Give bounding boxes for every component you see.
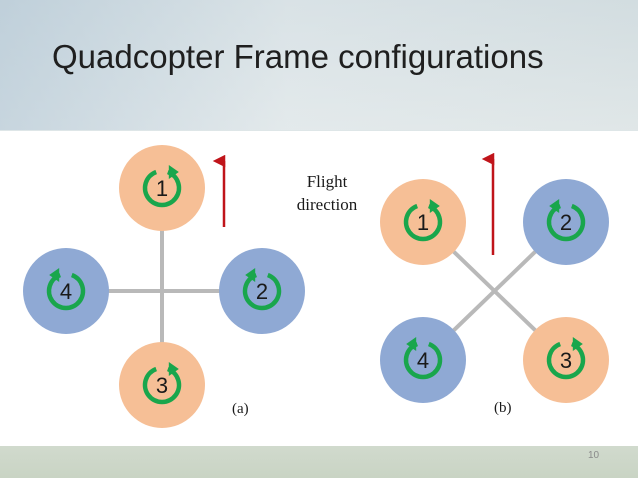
- config-b-label: (b): [494, 400, 512, 416]
- counterclockwise-arrow-icon: [242, 272, 282, 311]
- arrowhead-icon: [168, 362, 179, 377]
- rotor-disc: [219, 248, 305, 334]
- rotor-4: 4: [380, 317, 466, 403]
- rotor-2: 2: [219, 248, 305, 334]
- slide-title: Quadcopter Frame configurations: [52, 38, 544, 75]
- title-band: [0, 0, 638, 130]
- rotor-number: 2: [560, 210, 572, 235]
- config-a-plus: 1 2 3 4 (a): [23, 145, 305, 428]
- clockwise-arrow-icon: [403, 203, 443, 242]
- rotor-1: 1: [119, 145, 205, 231]
- rotor-disc: [380, 317, 466, 403]
- arrowhead-icon: [406, 337, 417, 352]
- rotor-number: 4: [60, 279, 72, 304]
- rotor-number: 1: [417, 210, 429, 235]
- rotor-1: 1: [380, 179, 466, 265]
- rotor-disc: [23, 248, 109, 334]
- rotor-number: 3: [156, 373, 168, 398]
- config-a-label: (a): [232, 401, 249, 417]
- rotor-number: 2: [256, 279, 268, 304]
- rotor-disc: [119, 342, 205, 428]
- quadcopter-diagram: 1 2 3 4 (a) 1 2 3 4 (b) Flight direction: [23, 145, 609, 428]
- counterclockwise-arrow-icon: [46, 272, 86, 311]
- counterclockwise-arrow-icon: [546, 203, 586, 242]
- rotor-number: 1: [156, 176, 168, 201]
- rotor-disc: [523, 317, 609, 403]
- rotor-4: 4: [23, 248, 109, 334]
- counterclockwise-arrow-icon: [403, 341, 443, 380]
- page-number: 10: [588, 450, 600, 461]
- clockwise-arrow-icon: [142, 169, 182, 208]
- config-b-x: 1 2 3 4 (b): [380, 179, 609, 416]
- rotor-disc: [380, 179, 466, 265]
- rotor-2: 2: [523, 179, 609, 265]
- rotor-3: 3: [119, 342, 205, 428]
- rotor-disc: [523, 179, 609, 265]
- flight-direction-label-line2: direction: [297, 195, 358, 214]
- rotor-3: 3: [523, 317, 609, 403]
- clockwise-arrow-icon: [546, 341, 586, 380]
- arrowhead-icon: [245, 268, 256, 283]
- rotor-number: 4: [417, 348, 429, 373]
- arrowhead-icon: [549, 199, 560, 214]
- arrowhead-icon: [168, 165, 179, 180]
- arrowhead-icon: [49, 268, 60, 283]
- rotor-number: 3: [560, 348, 572, 373]
- flight-direction-label-line1: Flight: [307, 172, 348, 191]
- arrowhead-icon: [572, 337, 583, 352]
- rotor-disc: [119, 145, 205, 231]
- arrowhead-icon: [429, 199, 440, 214]
- clockwise-arrow-icon: [142, 366, 182, 405]
